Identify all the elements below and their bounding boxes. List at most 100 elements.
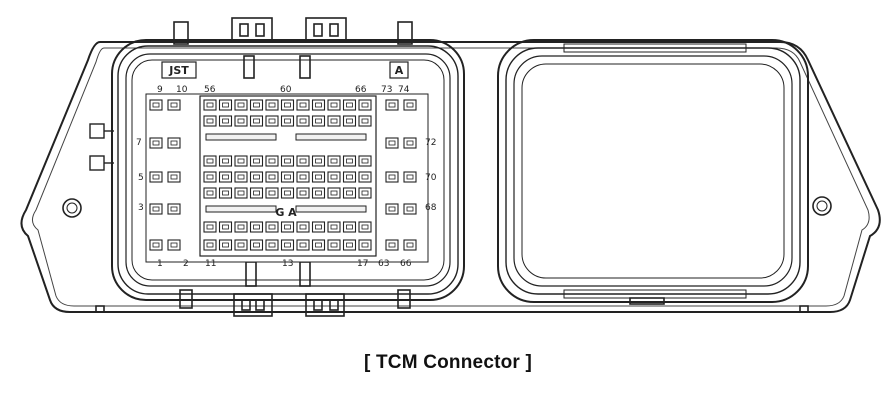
pin-cavity (342, 99, 357, 111)
pin-cavity (167, 171, 181, 183)
pin-cavity (296, 187, 310, 199)
pin-contact (315, 242, 322, 248)
pin-contact (315, 118, 322, 124)
pin-contact (170, 140, 178, 146)
pin-contact (253, 158, 260, 164)
pin-cavity (249, 239, 264, 251)
pin-cavity (296, 99, 310, 111)
pin-cavity (280, 99, 295, 111)
pin-labels: 9 10 56 60 66 73 74 7 72 5 70 3 68 1 2 1… (136, 85, 437, 269)
pin-cavity (385, 99, 399, 111)
mounting-hole-left (62, 198, 82, 218)
pin-contact (299, 190, 307, 196)
pin-contact (268, 224, 276, 230)
pin-slot (205, 133, 277, 141)
pin-contact (206, 174, 214, 180)
pin-cavity (342, 115, 357, 127)
pin-contact (237, 242, 245, 248)
pin-cavity (311, 239, 326, 251)
pin-contact (284, 190, 291, 196)
pin-contact (330, 118, 338, 124)
pin-label: 70 (425, 173, 437, 183)
pin-cavity (203, 239, 217, 251)
pin-cavity (358, 187, 372, 199)
pin-contact (206, 102, 214, 108)
pin-contact (253, 224, 260, 230)
pin-contact (253, 174, 260, 180)
pin-cavity (249, 115, 264, 127)
pin-cavity (234, 171, 248, 183)
pin-contact (361, 190, 369, 196)
pin-contact (330, 224, 338, 230)
pin-contact (284, 118, 291, 124)
pin-contact (406, 242, 414, 248)
pin-cavity (234, 221, 248, 233)
pin-cavity (296, 221, 310, 233)
pin-label: 56 (204, 85, 216, 95)
pin-cavity (234, 155, 248, 167)
pin-cavity (265, 187, 279, 199)
pin-cavity (280, 115, 295, 127)
center-block-frame (199, 95, 377, 257)
pin-cavity (385, 137, 399, 149)
pin-contact (315, 224, 322, 230)
pin-cavity (203, 155, 217, 167)
pin-cavity (234, 239, 248, 251)
pin-cavity (311, 155, 326, 167)
pin-contact (284, 174, 291, 180)
pin-cavity (311, 171, 326, 183)
pin-contact (361, 118, 369, 124)
pin-contact (253, 190, 260, 196)
pin-cavity (234, 115, 248, 127)
pin-slot (205, 205, 277, 213)
pin-contact (299, 242, 307, 248)
pin-cavity (385, 171, 399, 183)
right-cavity-frame (497, 39, 809, 303)
pin-contact (330, 102, 338, 108)
pin-cavity (234, 99, 248, 111)
pin-cavity (167, 239, 181, 251)
pin-contact (388, 242, 396, 248)
pin-contact (330, 174, 338, 180)
tag-jst: JST (161, 61, 197, 79)
pin-contact (406, 206, 414, 212)
pin-contact (222, 158, 229, 164)
top-locking-tabs (173, 17, 413, 79)
pin-contact (299, 158, 307, 164)
pin-cavity (296, 239, 310, 251)
pin-cavity (342, 239, 357, 251)
connector-housing-inner-outline (32, 47, 870, 307)
pin-cavity (296, 171, 310, 183)
pin-cavity (327, 115, 341, 127)
pin-cavity (265, 155, 279, 167)
pin-label: 66 (400, 259, 412, 269)
pin-cavity (327, 187, 341, 199)
pin-cavity (280, 155, 295, 167)
pin-cavity (296, 155, 310, 167)
pin-contact (206, 190, 214, 196)
pin-grid (145, 93, 429, 263)
pin-cavity (149, 171, 163, 183)
pin-cavity (167, 99, 181, 111)
pin-cavity (327, 221, 341, 233)
pin-contact (361, 158, 369, 164)
pin-contact (237, 174, 245, 180)
pin-cavity (218, 115, 233, 127)
pin-contact (284, 102, 291, 108)
pin-contact (170, 242, 178, 248)
pin-contact (388, 174, 396, 180)
pin-contact (346, 102, 353, 108)
pin-cavity (358, 171, 372, 183)
pin-contact (268, 158, 276, 164)
pin-label: 3 (138, 203, 144, 213)
pin-label: 13 (282, 259, 293, 269)
pin-contact (284, 242, 291, 248)
pin-label: 1 (157, 259, 163, 269)
pin-contact (222, 102, 229, 108)
pin-cavity (311, 221, 326, 233)
pin-cavity (265, 221, 279, 233)
pin-contact (330, 158, 338, 164)
pin-cavity (403, 239, 417, 251)
pin-cavity (311, 115, 326, 127)
